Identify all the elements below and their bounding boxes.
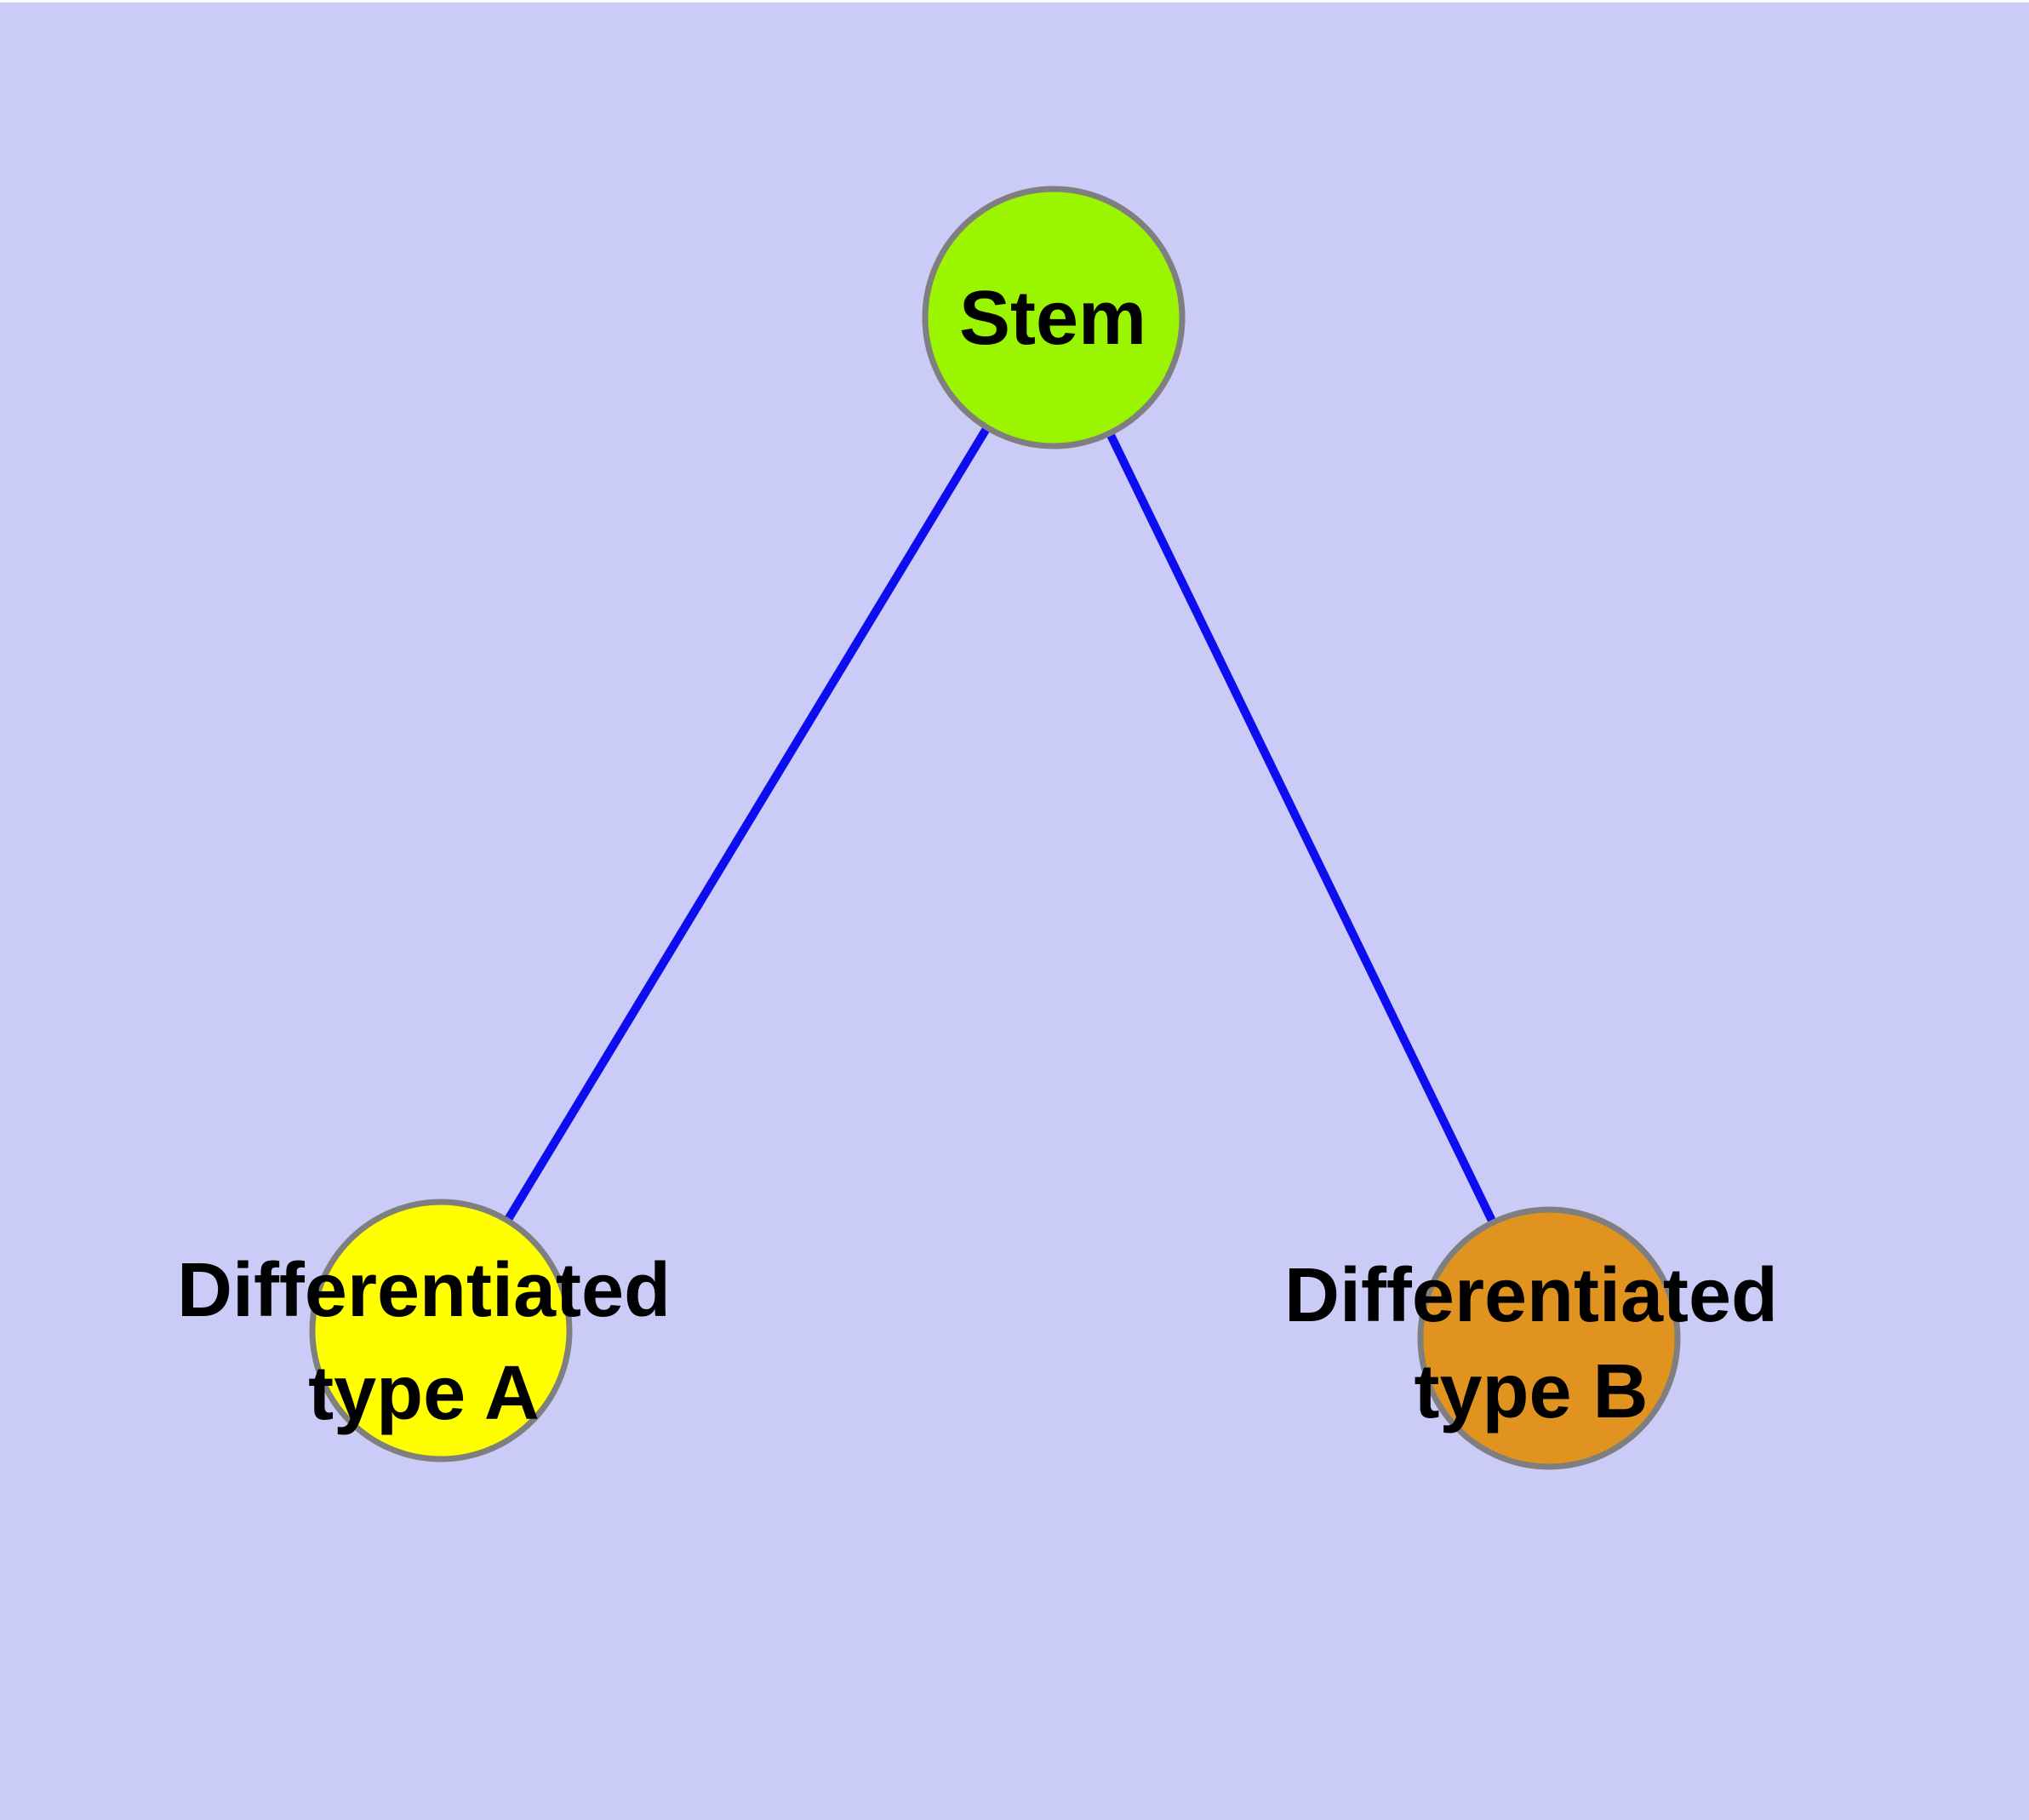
- node-type-b-label-line1: Differentiated: [1284, 1253, 1778, 1338]
- node-type-a-label-line2: type A: [308, 1351, 540, 1436]
- node-type-a-label-line1: Differentiated: [177, 1248, 671, 1333]
- node-type-b-label-line2: type B: [1414, 1349, 1648, 1434]
- node-stem-circle: [922, 186, 1186, 449]
- node-type-b-circle: [1417, 1206, 1681, 1470]
- node-type-a-circle: [309, 1199, 573, 1462]
- node-stem-label: Stem: [959, 276, 1146, 361]
- edge-stem-to-type-a: [437, 315, 1058, 1333]
- edge-stem-to-type-b: [1049, 315, 1553, 1341]
